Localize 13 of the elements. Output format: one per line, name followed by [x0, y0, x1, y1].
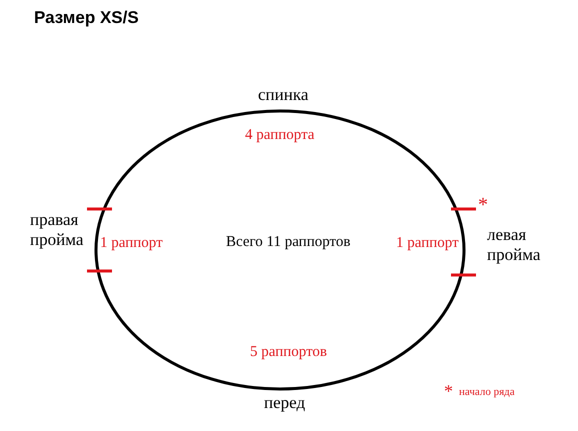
repeat-count: 5 раппортов [250, 343, 328, 361]
asterisk-mark: * [478, 193, 488, 217]
part-label: левая пройма [487, 225, 542, 266]
part-label: перед [264, 393, 306, 414]
part-label: спинка [258, 85, 308, 106]
repeat-count: 4 раппорта [245, 126, 314, 144]
legend-note: начало ряда [459, 386, 515, 400]
asterisk-mark: * [444, 381, 453, 403]
repeat-count: 1 раппорт [100, 234, 163, 252]
repeat-count: 1 раппорт [396, 234, 459, 252]
title: Размер XS/S [34, 8, 139, 28]
part-label: правая пройма [30, 210, 84, 251]
total-label: Всего 11 раппортов [226, 233, 350, 251]
